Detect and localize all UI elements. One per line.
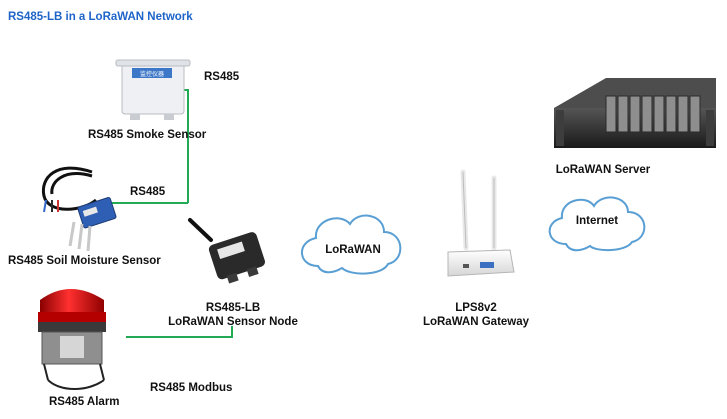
rs485-mid-label: RS485 (130, 186, 166, 198)
wire-smoke-to-node (184, 89, 189, 203)
rs485-top-label: RS485 (204, 71, 240, 83)
rs485-modbus-label: RS485 Modbus (150, 382, 232, 394)
gateway-label-line2: LoRaWAN Gateway (423, 316, 530, 328)
rs485-wires (112, 89, 233, 338)
smoke-sensor-device: 监控仪器 (115, 59, 191, 120)
soil-sensor-label: RS485 Soil Moisture Sensor (8, 255, 161, 267)
smoke-sensor-screen-text: 监控仪器 (140, 70, 164, 78)
gateway-label-line1: LPS8v2 (455, 302, 497, 314)
sensor-node-device (188, 218, 265, 284)
smoke-sensor-label: RS485 Smoke Sensor (88, 129, 207, 141)
server-label: LoRaWAN Server (556, 164, 651, 176)
lorawan-cloud-label: LoRaWAN (325, 244, 381, 256)
internet-cloud (548, 196, 646, 252)
diagram-title: RS485-LB in a LoRaWAN Network (8, 11, 193, 23)
node-label-line2: LoRaWAN Sensor Node (168, 316, 298, 328)
wire-alarm-to-node (126, 326, 233, 338)
soil-sensor-device (41, 166, 117, 252)
smoke-sensor-screen (132, 68, 172, 78)
alarm-label: RS485 Alarm (49, 396, 120, 408)
gateway-device (447, 169, 515, 277)
node-label-line1: RS485-LB (206, 302, 260, 314)
internet-cloud-label: Internet (576, 215, 618, 227)
alarm-device (38, 289, 106, 390)
lorawan-cloud (301, 214, 402, 275)
server-device (554, 78, 716, 148)
